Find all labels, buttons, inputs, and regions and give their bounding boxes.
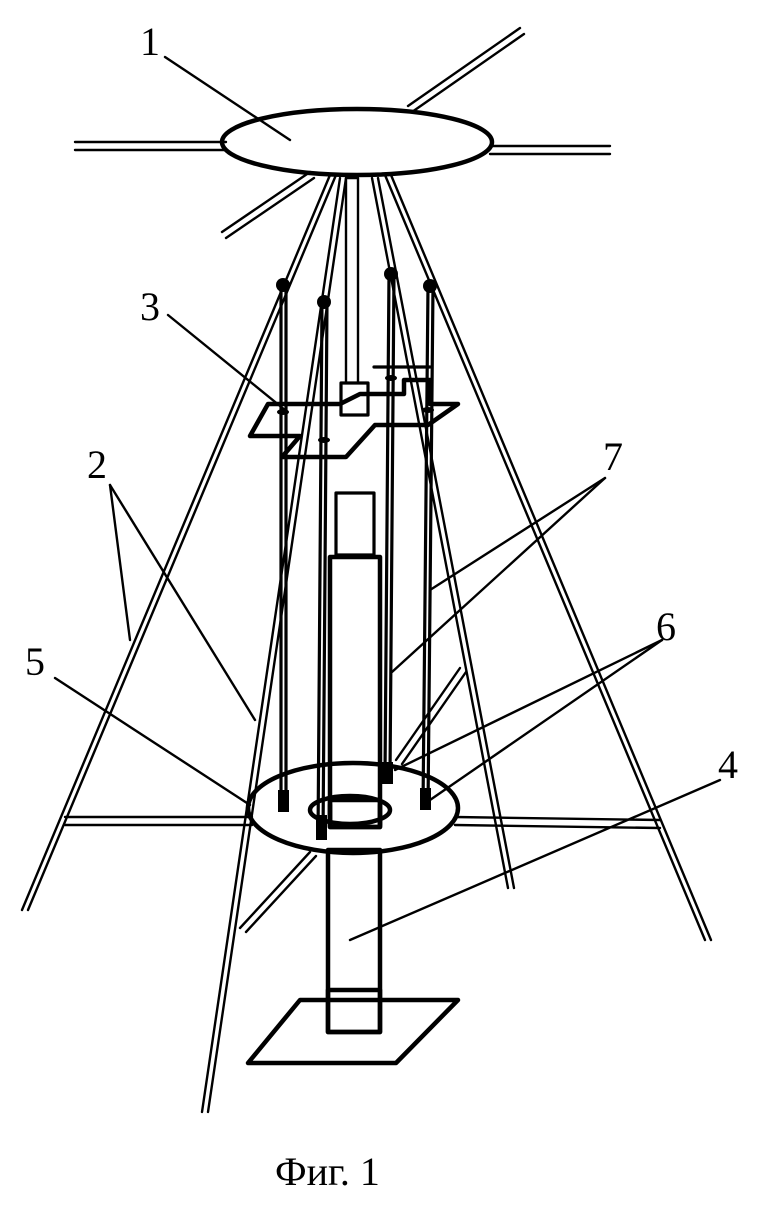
- top-disc-assembly: [73, 26, 612, 240]
- ring: [245, 760, 461, 856]
- mast-lower-section: [325, 847, 383, 1035]
- rod-sockets: [278, 762, 431, 840]
- central-mast: [325, 176, 383, 1035]
- rod-ball-3: [384, 267, 398, 281]
- platform: [247, 365, 461, 460]
- rod-ball-2: [317, 295, 331, 309]
- mast-telescoping-section: [334, 491, 376, 557]
- figure-caption: Фиг. 1: [275, 1149, 380, 1194]
- top-disc: [219, 106, 495, 178]
- label-5: 5: [25, 639, 45, 684]
- label-6: 6: [656, 604, 676, 649]
- leader-lines: [53, 55, 722, 942]
- mast-block: [339, 381, 370, 417]
- mast-inner-rod: [344, 176, 360, 385]
- label-7: 7: [603, 434, 623, 479]
- label-1: 1: [140, 19, 160, 64]
- label-3: 3: [140, 284, 160, 329]
- mast-upper-section: [327, 554, 383, 830]
- vertical-rods: [276, 267, 437, 840]
- rod-ball-4: [423, 279, 437, 293]
- rod-ball-1: [276, 278, 290, 292]
- label-2: 2: [87, 442, 107, 487]
- outer-legs: [20, 173, 713, 1114]
- label-4: 4: [718, 742, 738, 787]
- radial-arms: [73, 26, 612, 240]
- base-plate: [245, 997, 461, 1066]
